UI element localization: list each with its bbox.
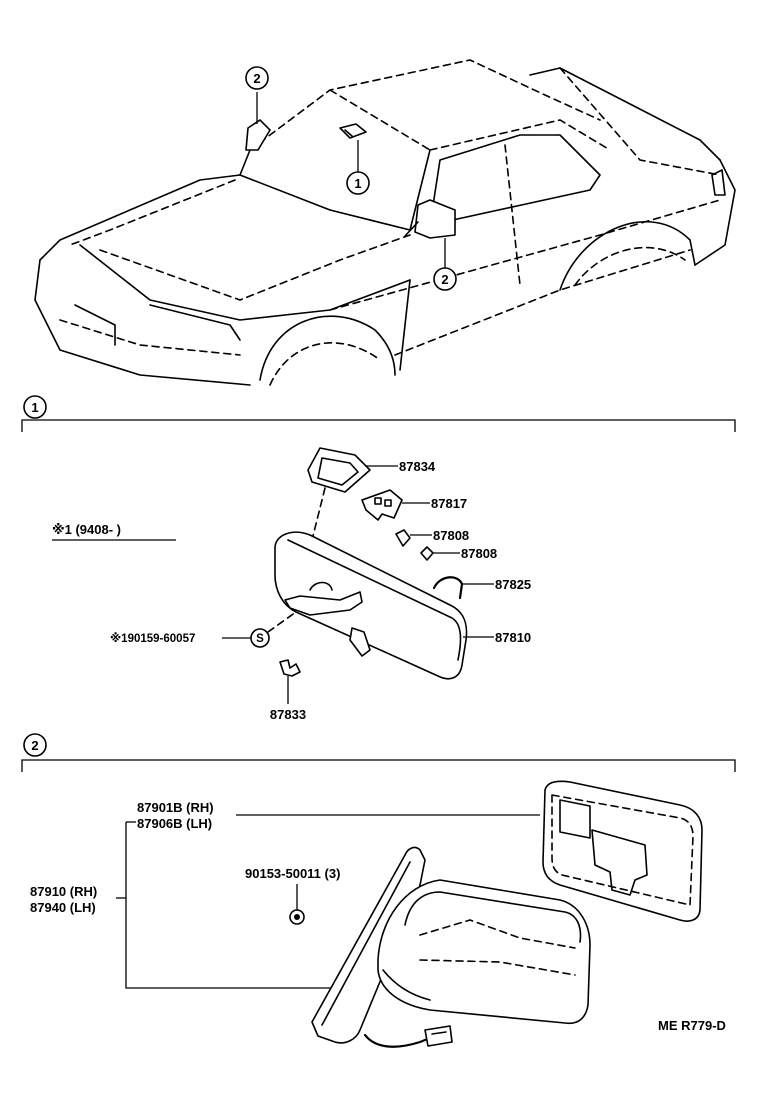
part-mirror-glass — [542, 780, 703, 922]
section-2-number: 2 — [31, 738, 38, 753]
part-87810: 87810 — [274, 531, 531, 680]
label-mirror-rh: 87901B (RH) — [137, 800, 214, 815]
diagram-code: ME R779-D — [658, 1018, 726, 1033]
callout-1-car: 1 — [346, 140, 370, 195]
part-screw-190159: ※190159-60057 S — [110, 611, 297, 648]
part-outer-mirror — [311, 846, 591, 1048]
callout-2-top: 2 — [245, 66, 269, 124]
car-illustration — [34, 59, 736, 386]
label-87817: 87817 — [431, 496, 467, 511]
note-text: ※1 (9408- ) — [52, 522, 121, 537]
section-2-leaders — [116, 814, 540, 989]
label-87808-a: 87808 — [433, 528, 469, 543]
callout-2-side: 2 — [433, 238, 457, 291]
callout-2-top-label: 2 — [253, 71, 260, 86]
part-87808-b: 87808 — [420, 546, 497, 561]
label-screw-90153: 90153-50011 (3) — [245, 866, 340, 881]
callout-1-car-label: 1 — [354, 176, 361, 191]
label-screw-190159: ※190159-60057 — [110, 631, 195, 645]
part-87825: 87825 — [432, 576, 531, 600]
label-87833: 87833 — [270, 707, 306, 722]
label-outer-rh: 87910 (RH) — [30, 884, 97, 899]
part-87834: 87834 — [307, 447, 436, 493]
part-87808-a: 87808 — [395, 528, 469, 547]
section-1-number: 1 — [31, 400, 38, 415]
part-87833: 87833 — [270, 659, 306, 722]
part-87817: 87817 — [361, 489, 467, 521]
label-87834: 87834 — [399, 459, 436, 474]
label-mirror-lh: 87906B (LH) — [137, 816, 212, 831]
label-87810: 87810 — [495, 630, 531, 645]
section-1-note: ※1 (9408- ) — [52, 522, 176, 541]
label-87825: 87825 — [495, 577, 531, 592]
screw-symbol: S — [256, 633, 264, 645]
callout-2-side-label: 2 — [441, 272, 448, 287]
section-2-header: 2 — [21, 733, 736, 772]
part-screw-90153: 90153-50011 (3) — [245, 866, 340, 925]
label-87808-b: 87808 — [461, 546, 497, 561]
section-1-header: 1 — [21, 395, 736, 432]
label-outer-lh: 87940 (LH) — [30, 900, 96, 915]
